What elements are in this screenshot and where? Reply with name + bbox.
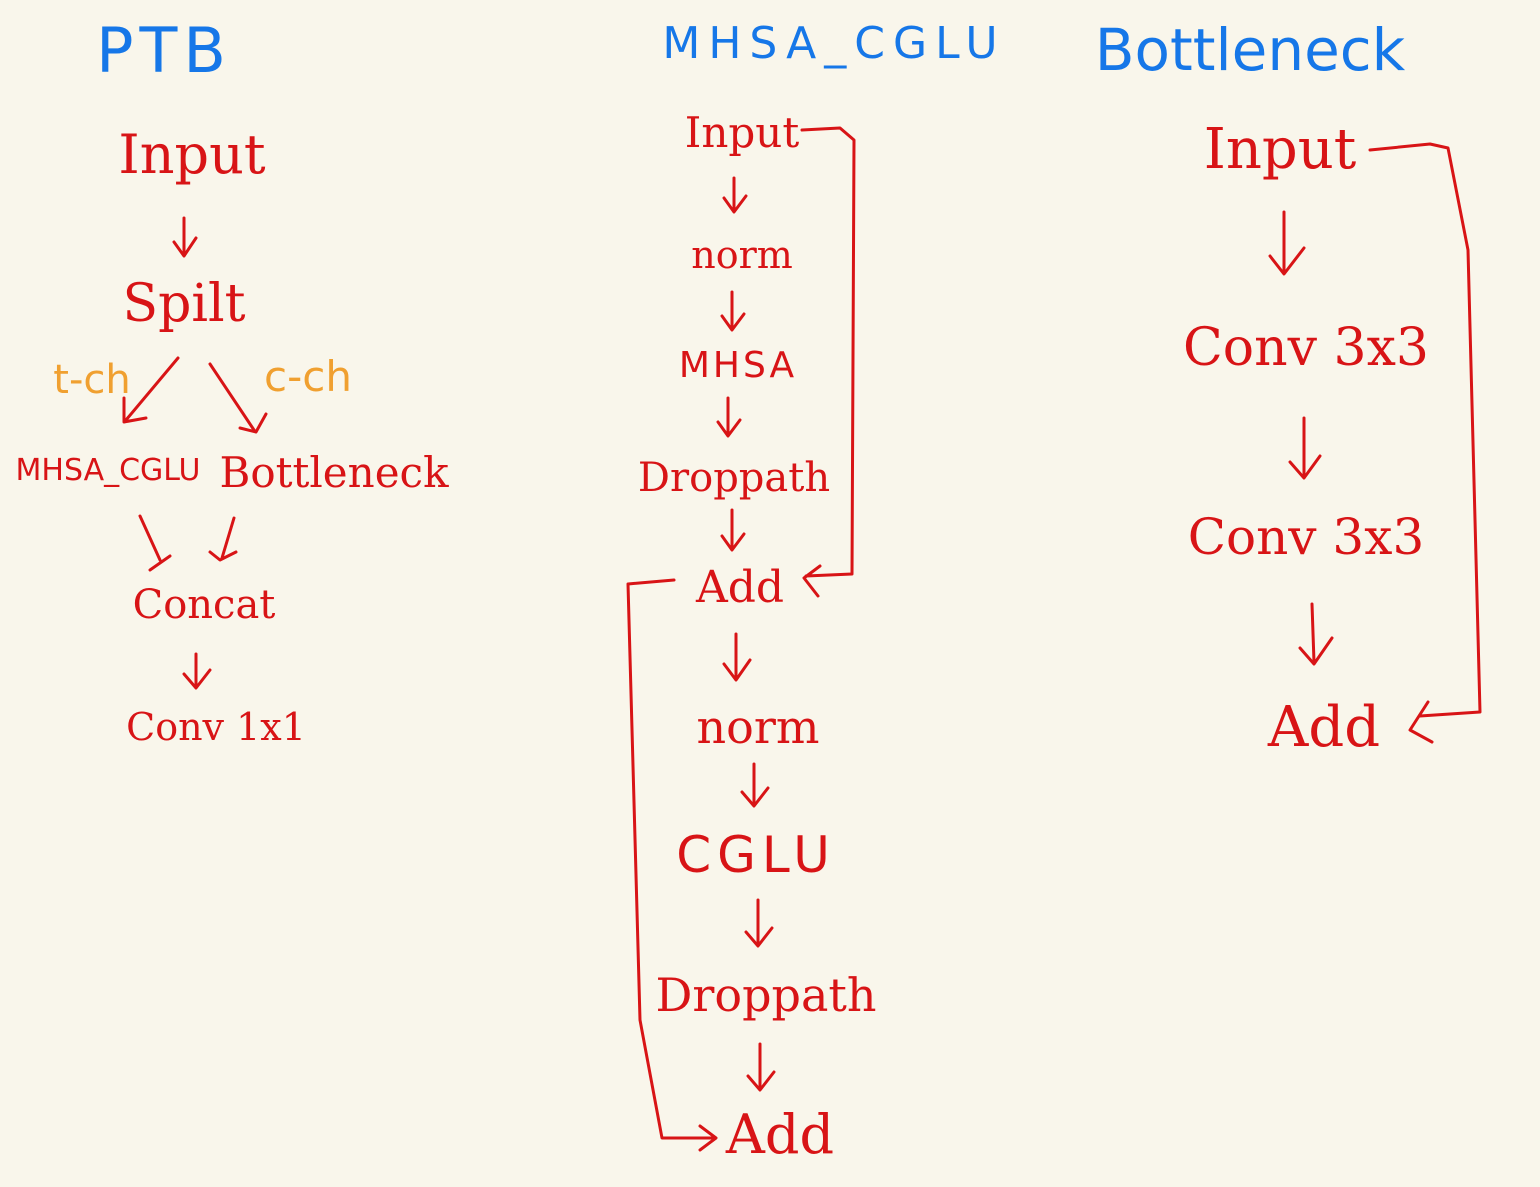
bottleneck-arrow-1 (1268, 210, 1306, 276)
mhsa-droppath2-node: Droppath (655, 968, 877, 1022)
bottleneck-title: Bottleneck (1094, 16, 1406, 84)
mhsa-arrow-7 (744, 898, 774, 948)
bottleneck-input-node: Input (1203, 117, 1357, 182)
bottleneck-add-node: Add (1267, 695, 1381, 760)
mhsa-skip-connection-1 (800, 126, 856, 598)
ptb-arrow-input-split (172, 216, 198, 258)
mhsa-add1-node: Add (695, 562, 785, 613)
mhsa-arrow-4 (720, 508, 746, 552)
ptb-tch-label: t-ch (53, 357, 131, 403)
mhsa-skip-connection-2 (626, 578, 718, 1152)
mhsa-cglu-node: CGLU (676, 826, 836, 884)
ptb-arrow-split-mhsa (122, 356, 180, 424)
ptb-bottleneck-node: Bottleneck (219, 448, 449, 497)
mhsa-arrow-2 (720, 290, 746, 332)
mhsa-arrow-1 (722, 176, 748, 214)
ptb-arrow-bottleneck-concat (208, 516, 238, 562)
mhsa-arrow-3 (716, 396, 742, 438)
ptb-mhsa-cglu-node: MHSA_CGLU (15, 453, 201, 488)
ptb-title: PTB (96, 14, 232, 87)
ptb-input-node: Input (118, 123, 266, 186)
ptb-conv1x1-node: Conv 1x1 (126, 705, 306, 749)
bottleneck-arrow-3 (1298, 602, 1334, 666)
ptb-arrow-mhsa-concat (138, 514, 172, 572)
bottleneck-skip-connection (1368, 142, 1482, 744)
bottleneck-conv2-node: Conv 3x3 (1187, 508, 1425, 566)
bottleneck-conv1-node: Conv 3x3 (1183, 318, 1429, 378)
mhsa-input-node: Input (684, 108, 800, 157)
ptb-arrow-concat-conv (182, 652, 212, 690)
mhsa-arrow-8 (746, 1042, 776, 1092)
mhsa-norm1-node: norm (691, 233, 793, 277)
mhsa-norm2-node: norm (696, 700, 820, 754)
ptb-split-node: Spilt (122, 274, 246, 334)
mhsa-add2-node: Add (725, 1103, 835, 1166)
mhsa-droppath1-node: Droppath (637, 455, 831, 501)
ptb-concat-node: Concat (132, 582, 276, 628)
mhsa-arrow-5 (722, 632, 752, 682)
ptb-cch-label: c-ch (264, 352, 352, 401)
bottleneck-arrow-2 (1288, 416, 1322, 480)
mhsa-mhsa-node: MHSA (678, 345, 798, 386)
mhsa-cglu-title: MHSA_CGLU (662, 18, 1006, 69)
mhsa-arrow-6 (740, 762, 770, 808)
ptb-arrow-split-bottleneck (208, 362, 268, 434)
